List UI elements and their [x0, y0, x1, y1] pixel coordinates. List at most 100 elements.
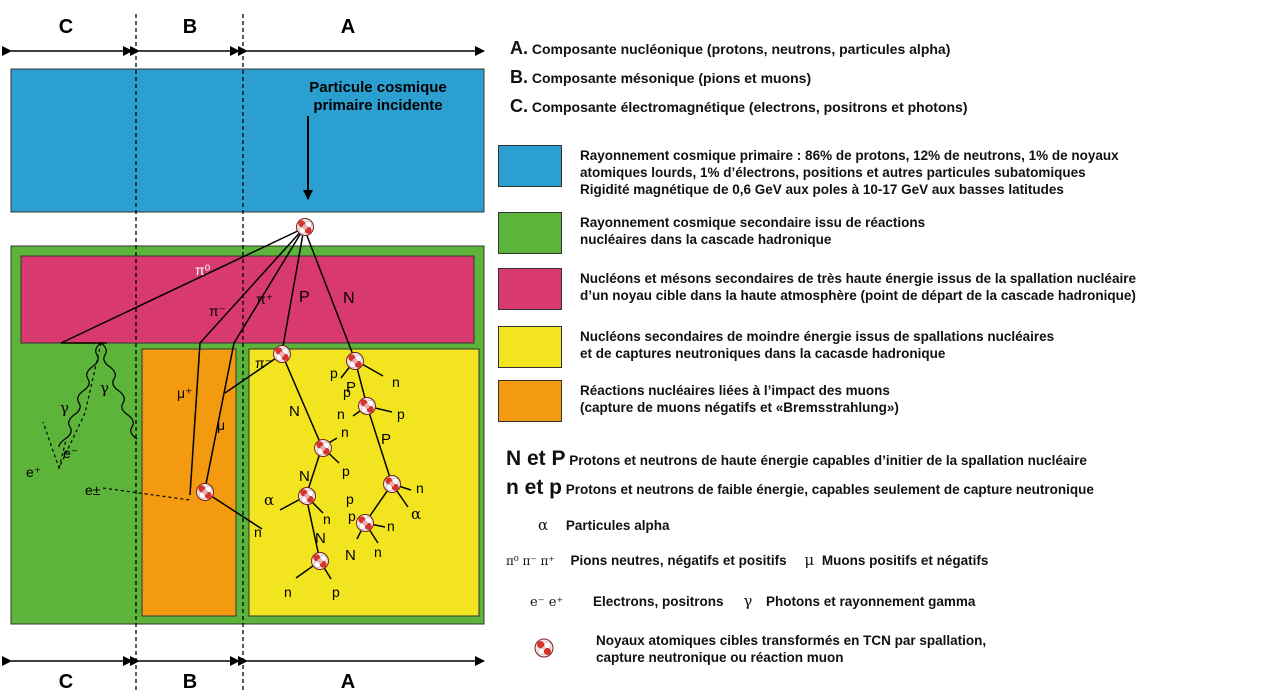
legend-line: Rayonnement cosmique primaire : 86% de p… [580, 148, 1119, 163]
legend-line: Réactions nucléaires liées à l’impact de… [580, 383, 890, 398]
label-p: p [346, 491, 354, 507]
cascade-diagram: C B A Particule cosmique primaire incide… [2, 14, 485, 693]
label-pi-plus: π⁺ [256, 291, 273, 307]
legend-high-energy: Nucléons et mésons secondaires de très h… [580, 270, 1136, 304]
swatch-low-energy [498, 326, 562, 368]
component-letter: A. [510, 38, 528, 58]
symbol-pions: π⁰ π⁻ π⁺ [506, 554, 555, 568]
swatch-high-energy [498, 268, 562, 310]
legend-np: n et p Protons et neutrons de faible éne… [506, 476, 1094, 499]
label-N: N [299, 468, 310, 485]
legend-line: Rayonnement cosmique secondaire issu de … [580, 215, 926, 230]
legend-NP: N et P Protons et neutrons de haute éner… [506, 447, 1087, 470]
column-label-c-top: C [59, 16, 73, 38]
column-dividers [135, 14, 244, 690]
label-alpha: α [411, 505, 421, 523]
legend-line: Rigidité magnétique de 0,6 GeV aux poles… [580, 182, 1064, 197]
swatch-muon [498, 380, 562, 422]
label-pi-minus: π⁻ [209, 303, 226, 319]
high-energy-band [20, 255, 475, 344]
component-text: Composante nucléonique (protons, neutron… [531, 41, 951, 57]
label-p: p [330, 365, 338, 381]
label-N: N [343, 290, 355, 307]
label-e-minus: e⁻ [63, 445, 78, 461]
label-n: n [337, 406, 345, 422]
label-n: n [254, 524, 262, 540]
label-alpha: α [264, 491, 274, 509]
label-n: n [387, 518, 395, 534]
label-N: N [289, 403, 300, 420]
label-gamma-2: γ [100, 379, 109, 397]
component-letter: B. [510, 67, 528, 87]
symbol-pions-text: Pions neutres, négatifs et positifs [570, 553, 787, 568]
label-p: p [348, 508, 356, 524]
electron-tracks [42, 342, 191, 501]
legend-line: nucléaires dans la cascade hadronique [580, 232, 832, 247]
symbol-NP: N et P [506, 447, 566, 470]
nucleus [356, 514, 374, 532]
swatch-secondary [498, 212, 562, 254]
label-N: N [315, 530, 326, 547]
label-e-pm: e± [85, 482, 101, 498]
component-letter: C. [510, 96, 528, 116]
label-p: p [343, 384, 351, 400]
legend-line: Noyaux atomiques cibles transformés en T… [596, 633, 987, 648]
nucleus [298, 487, 316, 505]
symbol-np-text: Protons et neutrons de faible énergie, c… [565, 482, 1094, 497]
label-p: p [342, 463, 350, 479]
legend-line: d’un noyau cible dans la haute atmosphèr… [580, 288, 1136, 303]
label-n: n [284, 584, 292, 600]
component-text: Composante mésonique (pions et muons) [531, 70, 812, 86]
label-p: p [397, 406, 405, 422]
legend-line: capture neutronique ou réaction muon [596, 650, 844, 665]
symbol-alpha-text: Particules alpha [565, 518, 670, 533]
label-P: P [381, 431, 391, 448]
label-n: n [392, 374, 400, 390]
symbol-gamma: γ [743, 592, 753, 610]
symbol-mu-text: Muons positifs et négatifs [821, 553, 989, 568]
particle-labels: π⁰ π⁻ π⁺ P N π⁻ μ⁺ μ γ γ e⁻ e⁺ e± N n p … [26, 262, 424, 600]
component-c: C. Composante électromagnétique (electro… [510, 96, 968, 116]
symbol-e-text: Electrons, positrons [593, 594, 724, 609]
legend-muon: Réactions nucléaires liées à l’impact de… [580, 382, 899, 416]
swatch-primary [498, 145, 562, 187]
symbol-NP-text: Protons et neutrons de haute énergie cap… [569, 453, 1087, 468]
symbol-e: e⁻ e⁺ [530, 595, 564, 610]
legend-line: atomiques lourds, 1% d’électrons, positi… [580, 165, 1086, 180]
label-P: P [299, 289, 310, 306]
nucleus-muon [196, 483, 214, 501]
label-e-plus: e⁺ [26, 464, 41, 480]
muon-reactions-box [141, 348, 237, 617]
cascade-tracks [60, 227, 412, 580]
label-P: P [346, 379, 356, 396]
label-pi0: π⁰ [195, 262, 211, 278]
legend-nucleus: Noyaux atomiques cibles transformés en T… [596, 632, 986, 666]
column-label-c-bottom: C [59, 671, 73, 693]
nucleus [383, 475, 401, 493]
symbol-np: n et p [506, 476, 562, 499]
column-label-a-bottom: A [341, 671, 355, 693]
label-n: n [341, 424, 349, 440]
component-text: Composante électromagnétique (electrons,… [531, 99, 968, 115]
nucleus-icon [534, 638, 554, 658]
label-n: n [374, 544, 382, 560]
label-n: n [323, 511, 331, 527]
nucleus-pion [273, 345, 291, 363]
label-mu: μ [217, 417, 225, 433]
nucleus [358, 397, 376, 415]
label-n: n [416, 480, 424, 496]
component-b: B. Composante mésonique (pions et muons) [510, 67, 812, 87]
legend-line: Nucléons et mésons secondaires de très h… [580, 271, 1136, 286]
primary-particle-label-2: primaire incidente [313, 97, 442, 114]
legend-line: Nucléons secondaires de moindre énergie … [580, 329, 1055, 344]
label-p: p [332, 584, 340, 600]
column-label-b-top: B [183, 16, 197, 38]
label-N: N [345, 547, 356, 564]
low-energy-nucleon-box [248, 348, 480, 617]
legend-secondary: Rayonnement cosmique secondaire issu de … [580, 214, 925, 248]
symbol-alpha: α [538, 516, 549, 534]
label-pi: π⁻ [255, 355, 272, 371]
legend-line: (capture de muons négatifs et «Bremsstra… [580, 400, 899, 415]
legend-line: et de captures neutroniques dans la caca… [580, 346, 946, 361]
column-label-b-bottom: B [183, 671, 197, 693]
